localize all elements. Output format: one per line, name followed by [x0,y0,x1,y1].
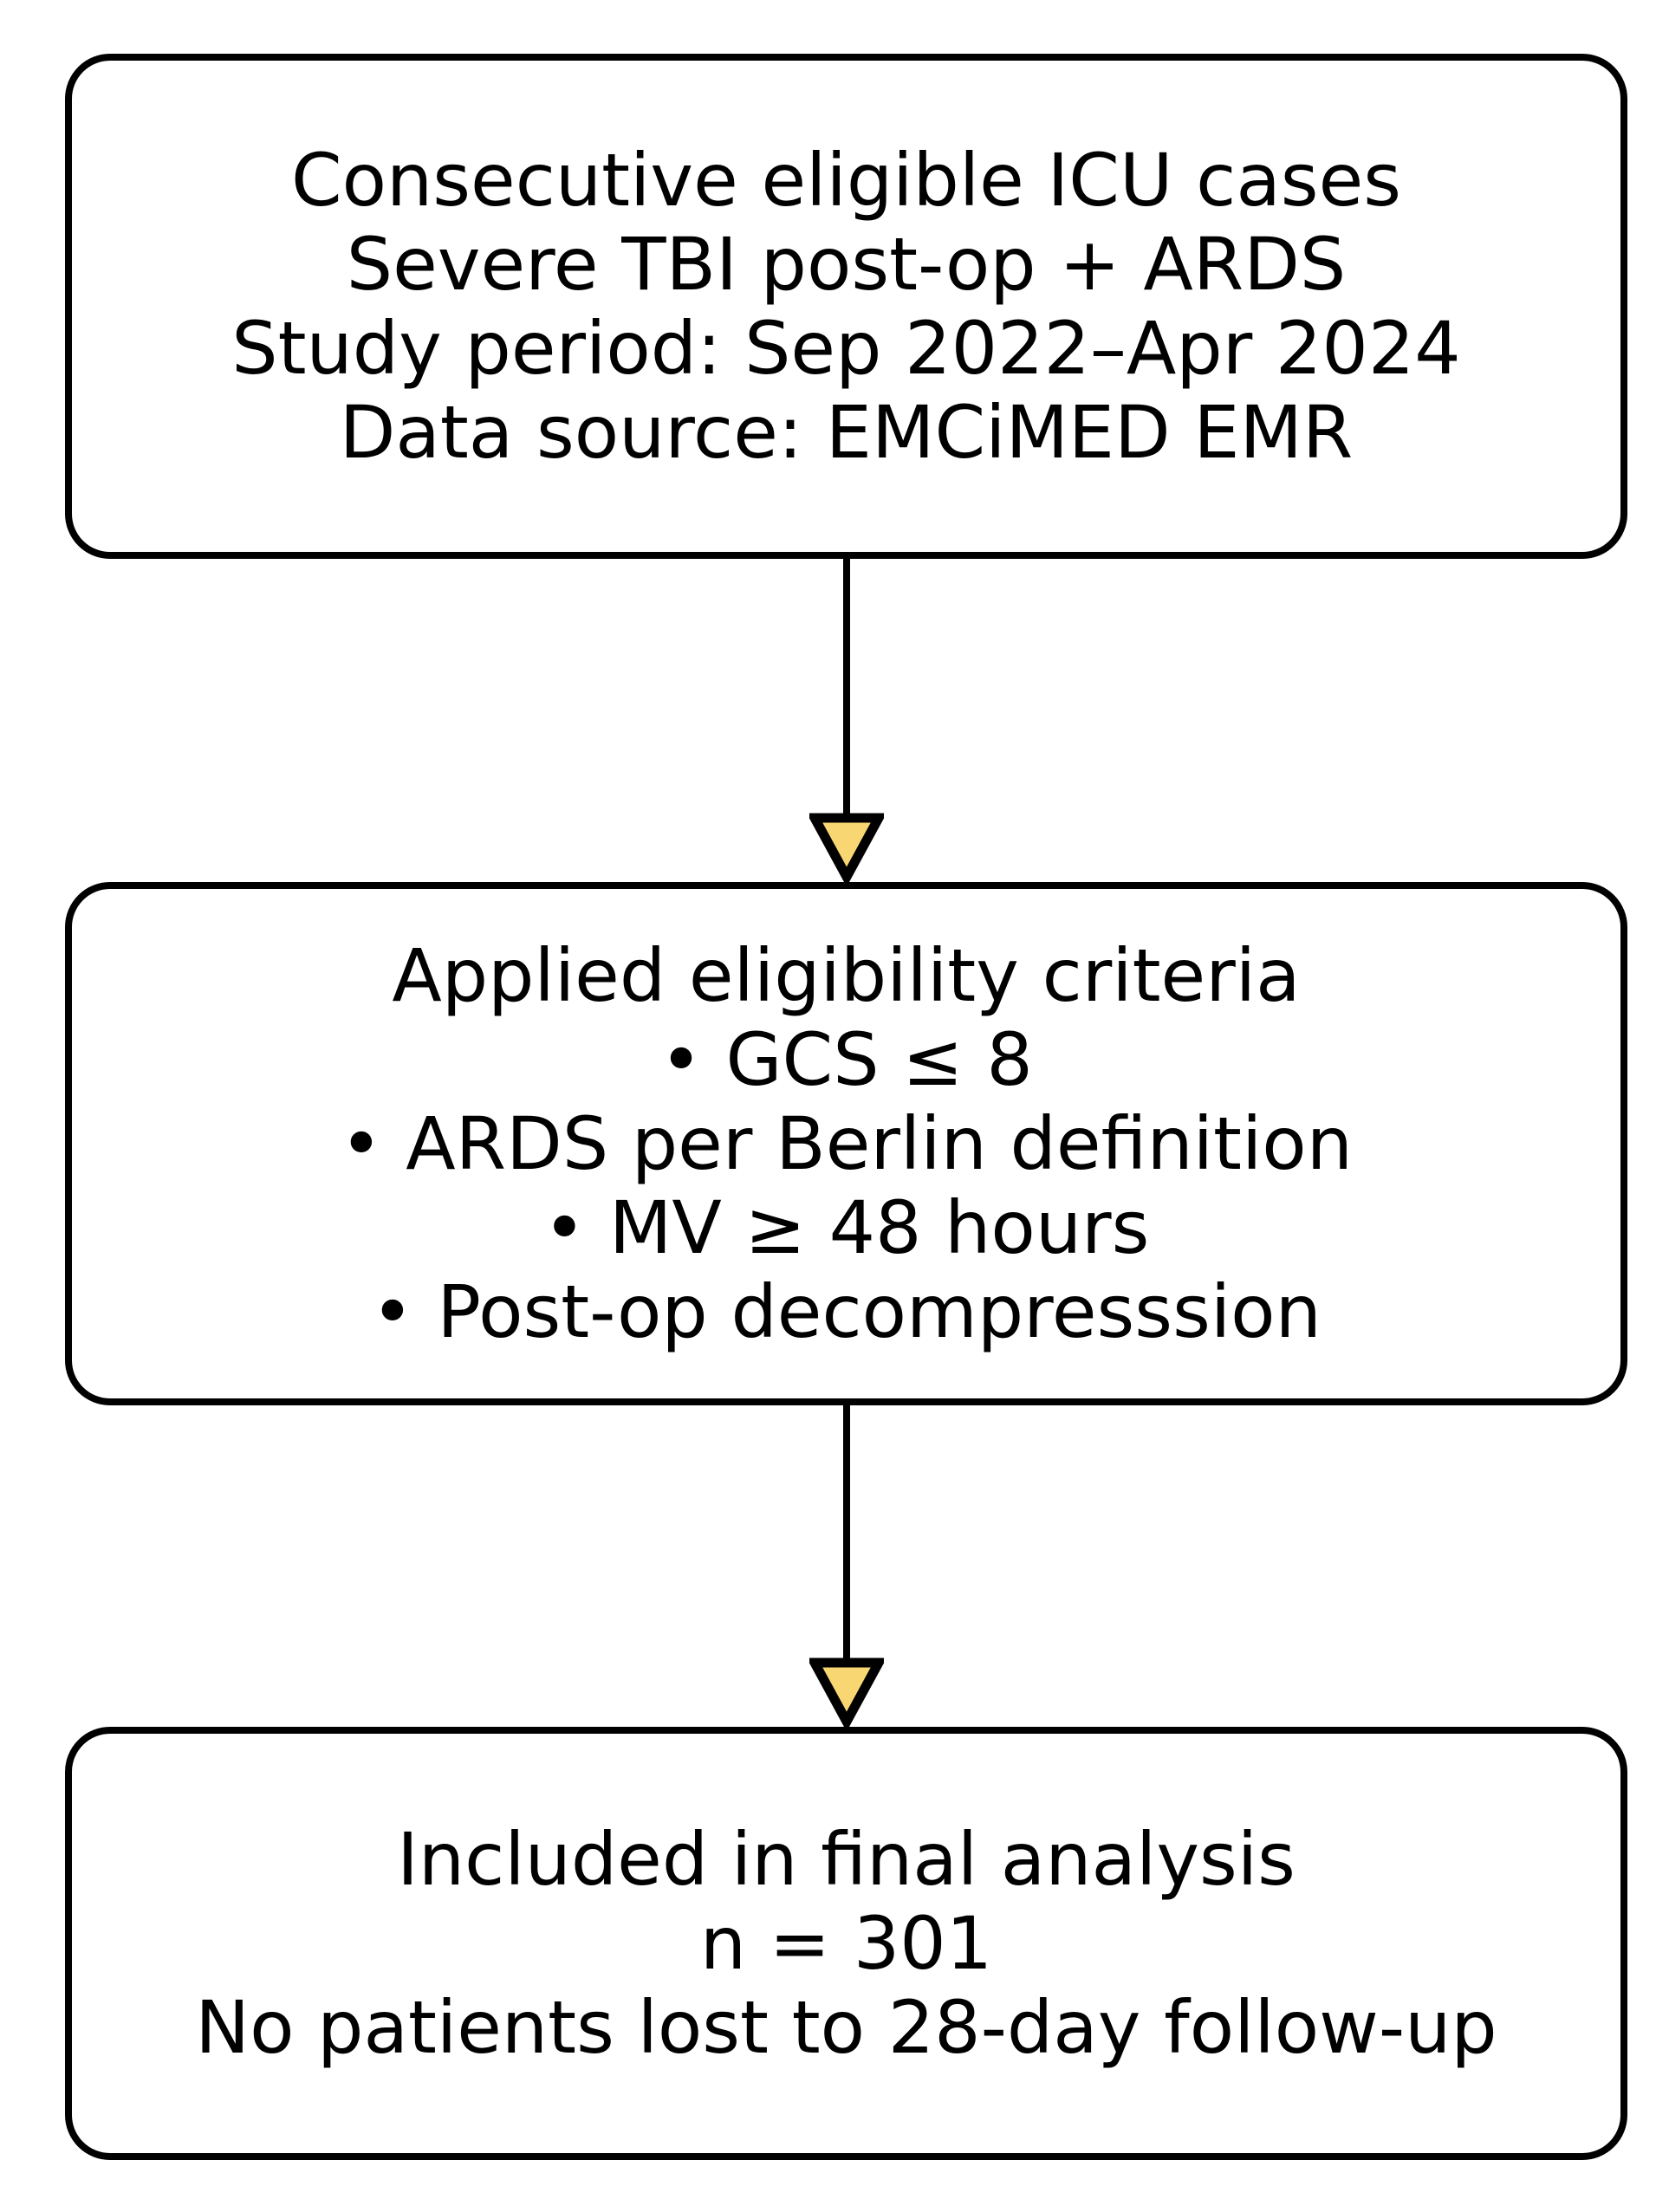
source-line-3: Study period: Sep 2022–Apr 2024 [231,305,1461,391]
included-line-1: Included in final analysis [397,1816,1296,1902]
criteria-title: Applied eligibility criteria [392,932,1301,1018]
arrow-shaft-1 [843,559,850,819]
criteria-bullet-4: • Post-op decompresssion [371,1268,1322,1354]
box-source-population: Consecutive eligible ICU cases Severe TB… [65,54,1627,559]
source-line-2: Severe TBI post-op + ARDS [346,221,1347,307]
criteria-bullet-2: • ARDS per Berlin definition [340,1100,1353,1186]
included-line-3: No patients lost to 28-day follow-up [195,1984,1497,2070]
arrowhead-triangle [809,813,884,882]
box-final-analysis: Included in final analysis n = 301 No pa… [65,1727,1627,2160]
box-eligibility-criteria: Applied eligibility criteria • GCS ≤ 8 •… [65,882,1627,1405]
arrowhead-triangle [809,1657,884,1727]
arrow-shaft-2 [843,1405,850,1664]
criteria-bullet-3: • MV ≥ 48 hours [542,1184,1150,1270]
source-line-1: Consecutive eligible ICU cases [290,137,1402,223]
criteria-bullet-1: • GCS ≤ 8 [659,1016,1033,1102]
source-line-4: Data source: EMCiMED EMR [339,389,1354,475]
arrow-down-icon [809,1657,884,1727]
arrow-down-icon [809,813,884,882]
included-line-2: n = 301 [699,1900,993,1986]
